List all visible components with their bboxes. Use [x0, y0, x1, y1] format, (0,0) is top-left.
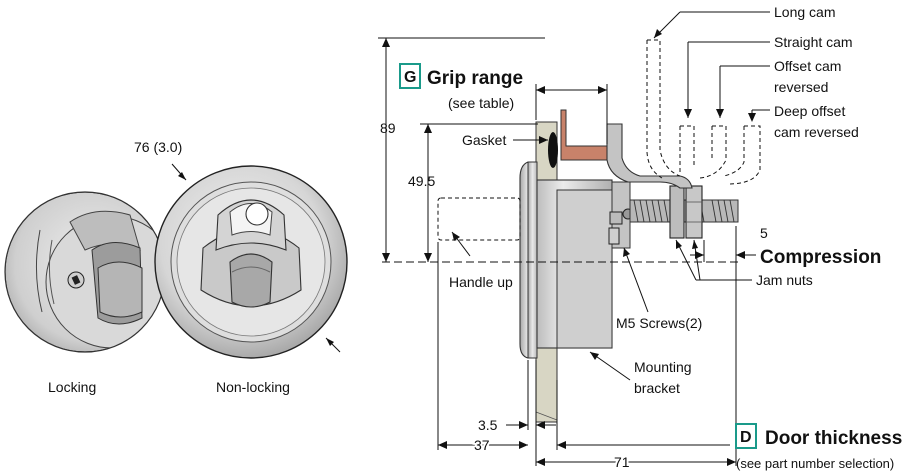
nonlocking-label: Non-locking — [216, 379, 290, 395]
compression-label: Compression — [760, 247, 881, 268]
dim-5: 5 — [760, 225, 768, 241]
straight-cam — [606, 123, 693, 189]
grip-range-letter: G — [404, 69, 416, 86]
door-letter: D — [740, 429, 752, 446]
m5-screws-label: M5 Screws(2) — [616, 315, 702, 331]
key-cylinder-icon — [67, 271, 85, 289]
offset-cam-outline — [699, 125, 727, 179]
handle-up-outline — [437, 197, 521, 241]
dim-37: 37 — [474, 437, 490, 453]
straight-cam-outline — [679, 125, 695, 172]
jam-nut-1 — [669, 185, 685, 239]
gasket-part — [548, 132, 558, 168]
dim-49-5: 49.5 — [408, 173, 435, 189]
grip-range-title: Grip range — [427, 68, 523, 89]
door-thickness-badge — [735, 423, 757, 449]
grip-range-badge — [399, 63, 421, 89]
handle-up-label: Handle up — [449, 274, 513, 290]
jam-nut-2 — [685, 185, 703, 239]
diameter-label: 76 (3.0) — [134, 139, 182, 155]
dim-3-5: 3.5 — [478, 417, 498, 433]
nonlocking-view — [154, 163, 348, 359]
diameter-arrowhead-icon — [178, 172, 186, 180]
dim-71: 71 — [614, 454, 630, 470]
offset-cam-label-2: reversed — [774, 79, 828, 95]
grip-cam — [560, 109, 608, 161]
long-cam-label: Long cam — [774, 4, 835, 20]
door-thickness-title: Door thickness — [765, 428, 902, 449]
m5-screw-icon — [608, 208, 634, 245]
grip-range-note: (see table) — [448, 95, 514, 111]
locking-label: Locking — [48, 379, 96, 395]
gasket-label: Gasket — [462, 132, 506, 148]
locking-view — [4, 191, 166, 353]
side-view — [437, 39, 761, 423]
offset-cam-label-1: Offset cam — [774, 58, 841, 74]
jam-nuts-label: Jam nuts — [756, 272, 813, 288]
deep-offset-cam-outline — [723, 125, 761, 185]
deep-offset-label-2: cam reversed — [774, 124, 859, 140]
long-cam-outline — [646, 39, 681, 179]
mounting-bracket-label-1: Mounting — [634, 359, 692, 375]
diameter-arrowhead-lower-icon — [326, 338, 334, 346]
mounting-bracket-label-2: bracket — [634, 380, 680, 396]
deep-offset-label-1: Deep offset — [774, 103, 845, 119]
straight-cam-label: Straight cam — [774, 34, 853, 50]
door-thickness-note: (see part number selection) — [736, 456, 894, 471]
dim-89: 89 — [380, 120, 396, 136]
